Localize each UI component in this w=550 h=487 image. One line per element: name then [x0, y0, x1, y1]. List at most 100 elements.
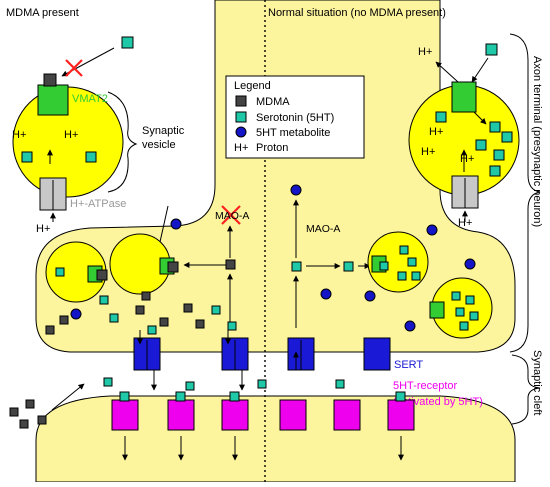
metabolite-molecule — [320, 288, 332, 300]
serotonin-molecule — [119, 391, 130, 402]
serotonin-molecule — [85, 151, 97, 163]
mdma-molecule — [135, 305, 145, 315]
mdma-molecule — [225, 259, 236, 270]
serotonin-molecule — [485, 43, 498, 56]
serotonin-molecule — [475, 139, 487, 151]
blocked-x-icon — [65, 59, 83, 77]
serotonin-molecule — [395, 391, 406, 402]
vmat2-transporter — [429, 301, 445, 319]
legend: Legend MDMA Serotonin (5HT) 5HT metaboli… — [225, 75, 365, 159]
sert-transporter — [363, 337, 391, 371]
serotonin-molecule — [291, 261, 302, 272]
mdma-molecule — [45, 325, 55, 335]
serotonin-molecule — [229, 391, 240, 402]
5ht-receptor — [221, 399, 249, 431]
mdma-molecule — [96, 269, 108, 281]
serotonin-molecule — [397, 271, 407, 281]
serotonin-molecule — [103, 377, 113, 387]
vmat2-label: VMAT2 — [72, 93, 108, 105]
legend-serotonin-swatch — [235, 111, 247, 123]
mdma-molecule — [37, 415, 47, 425]
serotonin-molecule — [211, 305, 221, 315]
receptor-label: (activated by 5HT) — [393, 396, 483, 408]
mao-a-label: MAO-A — [306, 223, 340, 235]
legend-metabolite-swatch — [235, 126, 247, 138]
synaptic-vesicle-label: vesicle — [142, 139, 176, 151]
metabolite-molecule — [364, 290, 376, 302]
serotonin-molecule — [469, 311, 479, 321]
receptor-label: 5HT-receptor — [393, 380, 458, 392]
legend-proton-label: Proton — [256, 142, 288, 154]
h-plus-label: H+ — [12, 129, 26, 141]
5ht-receptor — [167, 399, 195, 431]
mao-a-blocked-label: MAO-A — [215, 210, 249, 222]
h-plus-label: H+ — [64, 129, 78, 141]
5ht-receptor — [279, 399, 307, 431]
serotonin-molecule — [399, 245, 409, 255]
h-plus-label: H+ — [421, 146, 435, 158]
serotonin-molecule — [407, 257, 417, 267]
serotonin-molecule — [489, 165, 501, 177]
metabolite-molecule — [290, 184, 302, 196]
serotonin-molecule — [489, 121, 501, 133]
heading-mdma-present: MDMA present — [6, 7, 79, 19]
sert-label: SERT — [394, 359, 423, 371]
metabolite-molecule — [170, 218, 182, 230]
serotonin-molecule — [465, 295, 475, 305]
synaptic-vesicle-label: Synaptic — [142, 125, 185, 137]
mdma-molecule — [25, 399, 35, 409]
serotonin-molecule — [335, 379, 345, 389]
axon-terminal-brace — [509, 33, 541, 353]
serotonin-molecule — [109, 313, 119, 323]
serotonin-molecule — [55, 267, 65, 277]
legend-proton-symbol: H+ — [234, 142, 248, 154]
mdma-molecule — [167, 261, 179, 273]
serotonin-molecule — [175, 391, 186, 402]
legend-mdma-label: MDMA — [256, 96, 290, 108]
serotonin-molecule — [451, 291, 461, 301]
h-plus-label: H+ — [36, 223, 50, 235]
mdma-molecule — [19, 419, 29, 429]
synaptic-cleft-brace — [511, 354, 541, 425]
serotonin-molecule — [411, 271, 421, 281]
left-mdma-on-vmat2 — [43, 73, 57, 87]
serotonin-molecule — [147, 325, 157, 335]
serotonin-molecule — [185, 381, 195, 391]
metabolite-molecule — [464, 258, 476, 270]
h-plus-label: H+ — [429, 126, 443, 138]
serotonin-molecule — [379, 261, 389, 271]
mdma-molecule — [195, 319, 205, 329]
serotonin-molecule — [21, 151, 33, 163]
serotonin-molecule — [501, 131, 513, 143]
mdma-molecule — [183, 303, 193, 313]
h-plus-label: H+ — [458, 217, 472, 229]
serotonin-molecule — [99, 295, 109, 305]
metabolite-molecule — [404, 320, 416, 332]
serotonin-molecule — [459, 321, 469, 331]
5ht-receptor — [387, 399, 415, 431]
mdma-molecule — [9, 407, 19, 417]
postsynaptic-membrane — [35, 395, 516, 483]
serotonin-molecule — [227, 321, 237, 331]
right-vmat2-transporter — [451, 81, 477, 113]
metabolite-molecule — [70, 308, 82, 320]
serotonin-molecule — [257, 379, 267, 389]
mdma-molecule — [159, 317, 169, 327]
heading-normal-situation: Normal situation (no MDMA present) — [268, 7, 446, 19]
serotonin-molecule — [493, 149, 505, 161]
serotonin-molecule — [121, 36, 134, 49]
5ht-receptor — [111, 399, 139, 431]
blocked-x-icon — [221, 205, 241, 225]
mdma-molecule — [141, 291, 151, 301]
h-atpase-label: H+-ATPase — [70, 198, 126, 210]
left-vmat2-transporter — [37, 84, 69, 116]
serotonin-molecule — [435, 111, 447, 123]
legend-title: Legend — [234, 80, 271, 92]
h-plus-label: H+ — [460, 153, 474, 165]
serotonin-molecule — [455, 307, 465, 317]
serotonin-molecule — [343, 261, 354, 272]
axon-terminal-label: Axon terminal (presynaptic neuron) — [531, 56, 543, 227]
mdma-molecule — [59, 315, 69, 325]
